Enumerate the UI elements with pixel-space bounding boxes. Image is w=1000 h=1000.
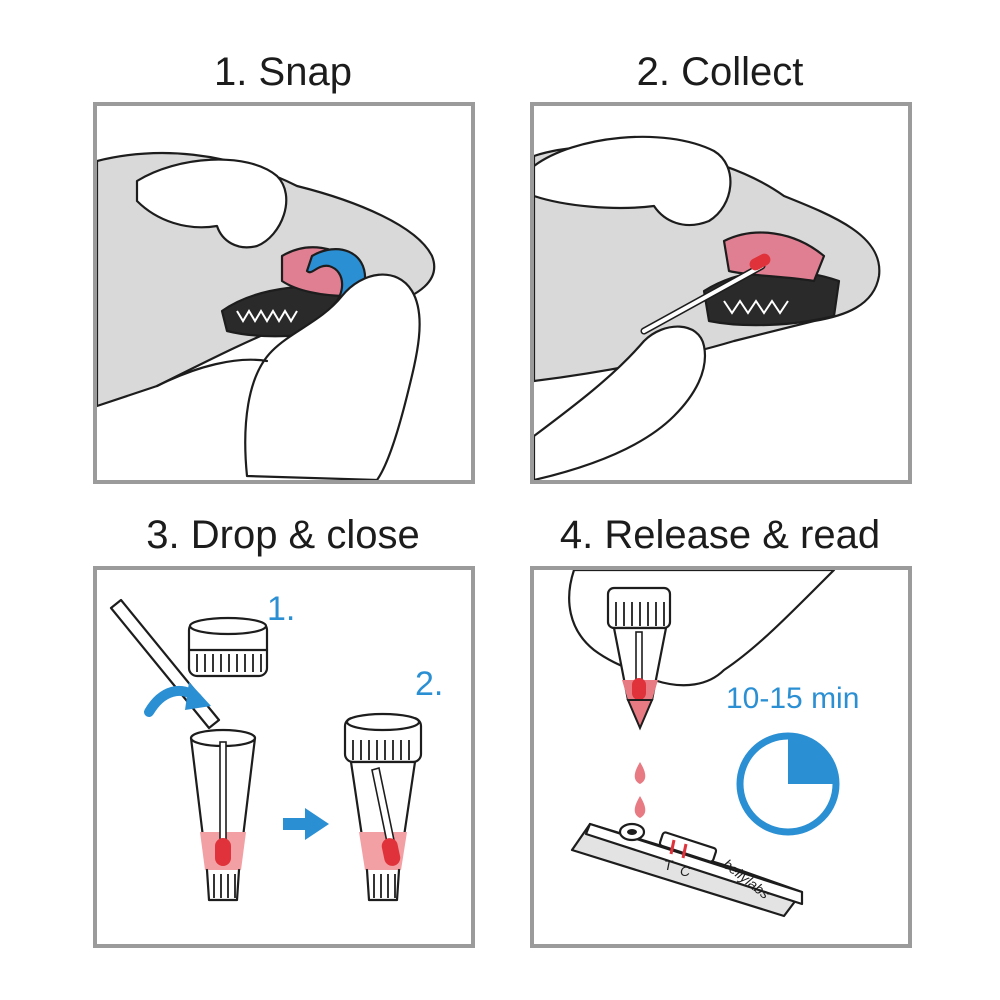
dropper-tube	[606, 586, 672, 731]
step-4-title: 4. Release & read	[559, 513, 881, 557]
clock-timer-icon	[736, 732, 840, 836]
snap-illustration	[97, 151, 436, 480]
drop-icon	[634, 762, 646, 784]
tube-cap	[187, 616, 269, 678]
step-2-illustration-panel	[530, 102, 912, 484]
step-1-title: 1. Snap	[214, 50, 352, 94]
step-3-illustration-panel: 1. 2.	[93, 566, 475, 948]
step-3-title: 3. Drop & close	[146, 513, 420, 557]
open-tube	[189, 728, 257, 902]
drop-close-illustration: 1. 2.	[109, 590, 443, 902]
strip-c-label: C	[680, 863, 691, 879]
strip-t-label: T	[664, 857, 674, 873]
test-cassette: T C bellylabs	[570, 822, 804, 918]
collect-illustration	[534, 135, 881, 480]
step-4-illustration-panel: 10-15 min T C bellylabs	[530, 566, 912, 948]
step-1-illustration-panel	[93, 102, 475, 484]
substep-1-label: 1.	[267, 590, 295, 628]
step-2-title: 2. Collect	[636, 50, 804, 94]
substep-2-label: 2.	[415, 665, 443, 703]
release-read-illustration: 10-15 min T C bellylabs	[568, 570, 859, 918]
closed-tube	[343, 712, 423, 902]
timer-label: 10-15 min	[726, 682, 859, 715]
next-arrow-icon	[283, 808, 329, 840]
